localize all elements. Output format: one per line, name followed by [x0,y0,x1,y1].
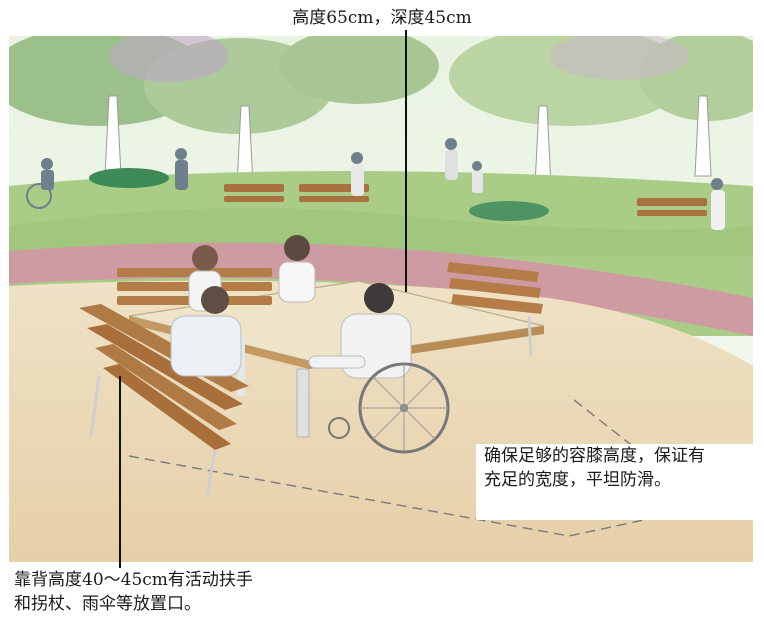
background-benches [224,184,707,216]
bottom-annotation-line2: 和拐杖、雨伞等放置口。 [14,594,201,614]
top-annotation: 高度65cm，深度45cm [292,8,472,28]
tree-trunks [104,95,712,187]
top-leader-line [405,30,407,292]
bottom-annotation: 靠背高度40～45cm有活动扶手 和拐杖、雨伞等放置口。 [14,568,253,616]
bottom-leader-line [119,376,121,568]
right-annotation: 确保足够的容膝高度，保证有 充足的宽度，平坦防滑。 [476,444,762,520]
right-bench [447,262,543,357]
wheelchair-user [308,283,450,454]
tree-canopies [9,36,753,134]
seated-people [170,235,316,377]
right-annotation-line2: 充足的宽度，平坦防滑。 [484,470,671,490]
shrub [89,168,169,188]
right-annotation-line1: 确保足够的容膝高度，保证有 [484,446,705,466]
bottom-annotation-line1: 靠背高度40～45cm有活动扶手 [14,570,253,590]
background-people [26,138,725,230]
